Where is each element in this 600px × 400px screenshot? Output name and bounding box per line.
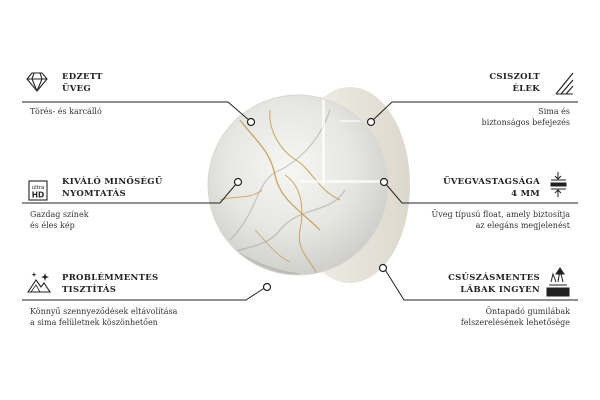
feature-title: CSÚSZÁSMENTES [448, 273, 540, 283]
marble-glass-disc [208, 95, 388, 275]
feature-desc: felszerelésének lehetősége [460, 318, 570, 327]
feature-title: NYOMTATÁS [62, 189, 126, 199]
pointer-dot [262, 282, 272, 292]
feature-desc: Törés- és karcálló [30, 107, 102, 116]
feature-desc: Sima és [538, 107, 570, 116]
feature-easy-cleaning: PROBLÉMMENTES TISZTÍTÁS [62, 272, 222, 296]
non-slip-feet-icon [546, 267, 570, 297]
feature-title: KIVÁLÓ MINŐSÉGŰ [62, 177, 163, 187]
feature-print-quality: KIVÁLÓ MINŐSÉGŰ NYOMTATÁS [62, 176, 222, 200]
feature-polished-edges: CSISZOLT ÉLEK [370, 71, 540, 95]
feature-desc: az elegáns megjelenést [475, 221, 570, 230]
clean-surface-icon [26, 272, 52, 293]
feature-tempered-glass-desc: Törés- és karcálló [30, 106, 220, 117]
feature-non-slip-feet-desc: Öntapadó gumilábak felszerelésének lehet… [370, 306, 570, 328]
feature-tempered-glass: EDZETT ÜVEG [62, 71, 222, 95]
svg-text:ultra: ultra [32, 185, 45, 191]
pointer-dot [233, 177, 243, 187]
feature-title: EDZETT [62, 72, 103, 82]
glass-thickness-icon [550, 172, 567, 197]
feature-desc: és éles kép [30, 221, 75, 230]
feature-desc: Üveg típusú float, amely biztosítja [431, 210, 571, 219]
connector-line [22, 182, 238, 204]
pointer-dot [366, 117, 376, 127]
feature-title: PROBLÉMMENTES [62, 273, 159, 283]
feature-desc: a sima felületnek köszönhetően [30, 318, 158, 327]
connector-line [384, 182, 578, 204]
feature-glass-thickness-desc: Üveg típusú float, amely biztosítja az e… [370, 209, 571, 231]
connector-line [383, 267, 578, 301]
feature-non-slip-feet: CSÚSZÁSMENTES LÁBAK INGYEN [370, 272, 540, 296]
feature-title: CSISZOLT [489, 72, 540, 82]
svg-text:HD: HD [32, 191, 45, 200]
pointer-dot [246, 117, 256, 127]
marble-veins [208, 95, 388, 275]
feature-title: 4 MM [511, 189, 540, 199]
feature-easy-cleaning-desc: Könnyű szennyeződések eltávolítása a sim… [30, 306, 230, 328]
pointer-dot [378, 263, 388, 273]
feature-title: ÜVEGVASTAGSÁGA [443, 177, 540, 187]
diamond-icon [26, 72, 48, 92]
feature-title: ÉLEK [512, 84, 540, 94]
feature-desc: Öntapadó gumilábak [485, 307, 570, 316]
pointer-dot [379, 177, 389, 187]
feature-title: TISZTÍTÁS [62, 285, 117, 295]
connector-line [22, 286, 267, 301]
feature-desc: biztonságos befejezés [481, 118, 570, 127]
feature-title: ÜVEG [62, 84, 91, 94]
feature-title: LÁBAK INGYEN [460, 285, 540, 295]
feature-desc: Gazdag színek [30, 210, 89, 219]
polished-edge-icon [555, 72, 574, 95]
feature-print-quality-desc: Gazdag színek és éles kép [30, 209, 220, 231]
connector-lines [22, 101, 578, 301]
ultra-hd-icon: ultra HD [28, 180, 48, 201]
connector-line [22, 101, 251, 122]
feature-glass-thickness: ÜVEGVASTAGSÁGA 4 MM [370, 176, 540, 200]
connector-line [371, 101, 578, 122]
feature-desc: Könnyű szennyeződések eltávolítása [30, 307, 178, 316]
feature-polished-edges-desc: Sima és biztonságos befejezés [380, 106, 570, 128]
